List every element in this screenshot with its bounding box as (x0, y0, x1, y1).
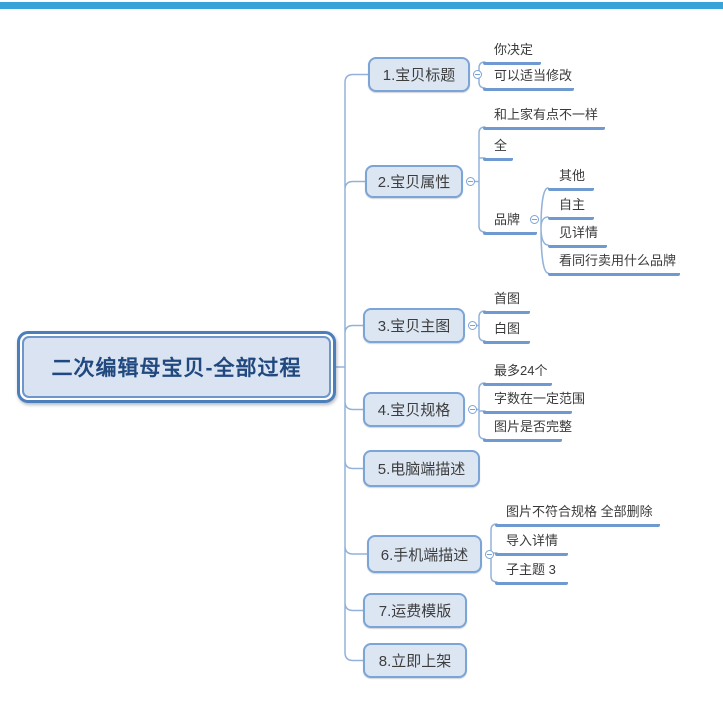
subtopic-line[interactable]: 字数在一定范围 (483, 390, 585, 414)
collapse-toggle[interactable] (467, 321, 477, 330)
central-topic-inner: 二次编辑母宝贝-全部过程 (22, 336, 331, 398)
branch-node-label: 1.宝贝标题 (382, 67, 456, 84)
subtopic-label: 可以适当修改 (494, 68, 573, 83)
collapse-toggle[interactable] (529, 214, 539, 224)
branch-node-1[interactable]: 1.宝贝标题 (368, 57, 470, 92)
branch-node-7[interactable]: 7.运费模版 (363, 593, 467, 628)
subtopic-line[interactable]: 其他 (548, 167, 594, 191)
subtopic-label: 品牌 (494, 212, 521, 227)
subtopic-line[interactable]: 最多24个 (483, 362, 552, 386)
subtopic-line[interactable]: 首图 (483, 290, 530, 314)
subtopic-label: 其他 (559, 168, 586, 183)
subtopic-label: 首图 (494, 291, 521, 306)
branch-node-6[interactable]: 6.手机端描述 (367, 535, 482, 573)
collapse-toggle[interactable] (472, 70, 482, 79)
subtopic-line[interactable]: 导入详情 (495, 532, 568, 556)
branch-node-2[interactable]: 2.宝贝属性 (365, 165, 463, 198)
subtopic-line[interactable]: 看同行卖用什么品牌 (548, 252, 680, 276)
branch-node-label: 4.宝贝规格 (377, 402, 451, 419)
collapse-toggle[interactable] (467, 405, 477, 414)
collapse-toggle[interactable] (484, 549, 494, 559)
branch-node-label: 6.手机端描述 (380, 546, 469, 564)
branch-node-label: 3.宝贝主图 (377, 318, 451, 335)
subtopic-label: 图片不符合规格 全部删除 (506, 504, 653, 519)
branch-node-8[interactable]: 8.立即上架 (363, 643, 467, 678)
subtopic-label: 导入详情 (506, 533, 559, 548)
subtopic-label: 你决定 (494, 42, 534, 57)
subtopic-label: 自主 (559, 197, 586, 212)
subtopic-line[interactable]: 见详情 (548, 224, 607, 248)
subtopic-line[interactable]: 自主 (548, 196, 594, 220)
subtopic-label: 见详情 (559, 225, 599, 240)
branch-node-4[interactable]: 4.宝贝规格 (363, 392, 465, 427)
branch-node-label: 2.宝贝属性 (377, 174, 451, 191)
subtopic-label: 图片是否完整 (494, 419, 573, 434)
branch-node-3[interactable]: 3.宝贝主图 (363, 308, 465, 343)
branch-node-label: 7.运费模版 (378, 603, 452, 620)
subtopic-line[interactable]: 和上家有点不一样 (483, 106, 605, 130)
branch-node-label: 8.立即上架 (378, 653, 452, 670)
branch-node-5[interactable]: 5.电脑端描述 (363, 450, 480, 487)
subtopic-line[interactable]: 图片是否完整 (483, 418, 572, 442)
subtopic-label: 和上家有点不一样 (494, 107, 599, 122)
central-topic-label: 二次编辑母宝贝-全部过程 (51, 357, 302, 380)
subtopic-label: 看同行卖用什么品牌 (559, 253, 677, 268)
subtopic-line[interactable]: 你决定 (483, 41, 541, 65)
subtopic-label: 全 (494, 138, 508, 153)
branch-node-label: 5.电脑端描述 (377, 461, 466, 478)
subtopic-line[interactable]: 品牌 (483, 211, 537, 235)
subtopic-label: 白图 (494, 321, 521, 336)
central-topic[interactable]: 二次编辑母宝贝-全部过程 (17, 331, 336, 403)
subtopic-line[interactable]: 图片不符合规格 全部删除 (495, 503, 660, 527)
subtopic-label: 子主题 3 (506, 562, 556, 577)
collapse-toggle[interactable] (465, 177, 475, 186)
subtopic-line[interactable]: 可以适当修改 (483, 67, 574, 91)
top-accent-bar (0, 2, 723, 9)
subtopic-label: 最多24个 (494, 363, 548, 378)
subtopic-label: 字数在一定范围 (494, 391, 586, 406)
subtopic-line[interactable]: 全 (483, 137, 513, 161)
subtopic-line[interactable]: 白图 (483, 320, 530, 344)
subtopic-line[interactable]: 子主题 3 (495, 561, 568, 585)
